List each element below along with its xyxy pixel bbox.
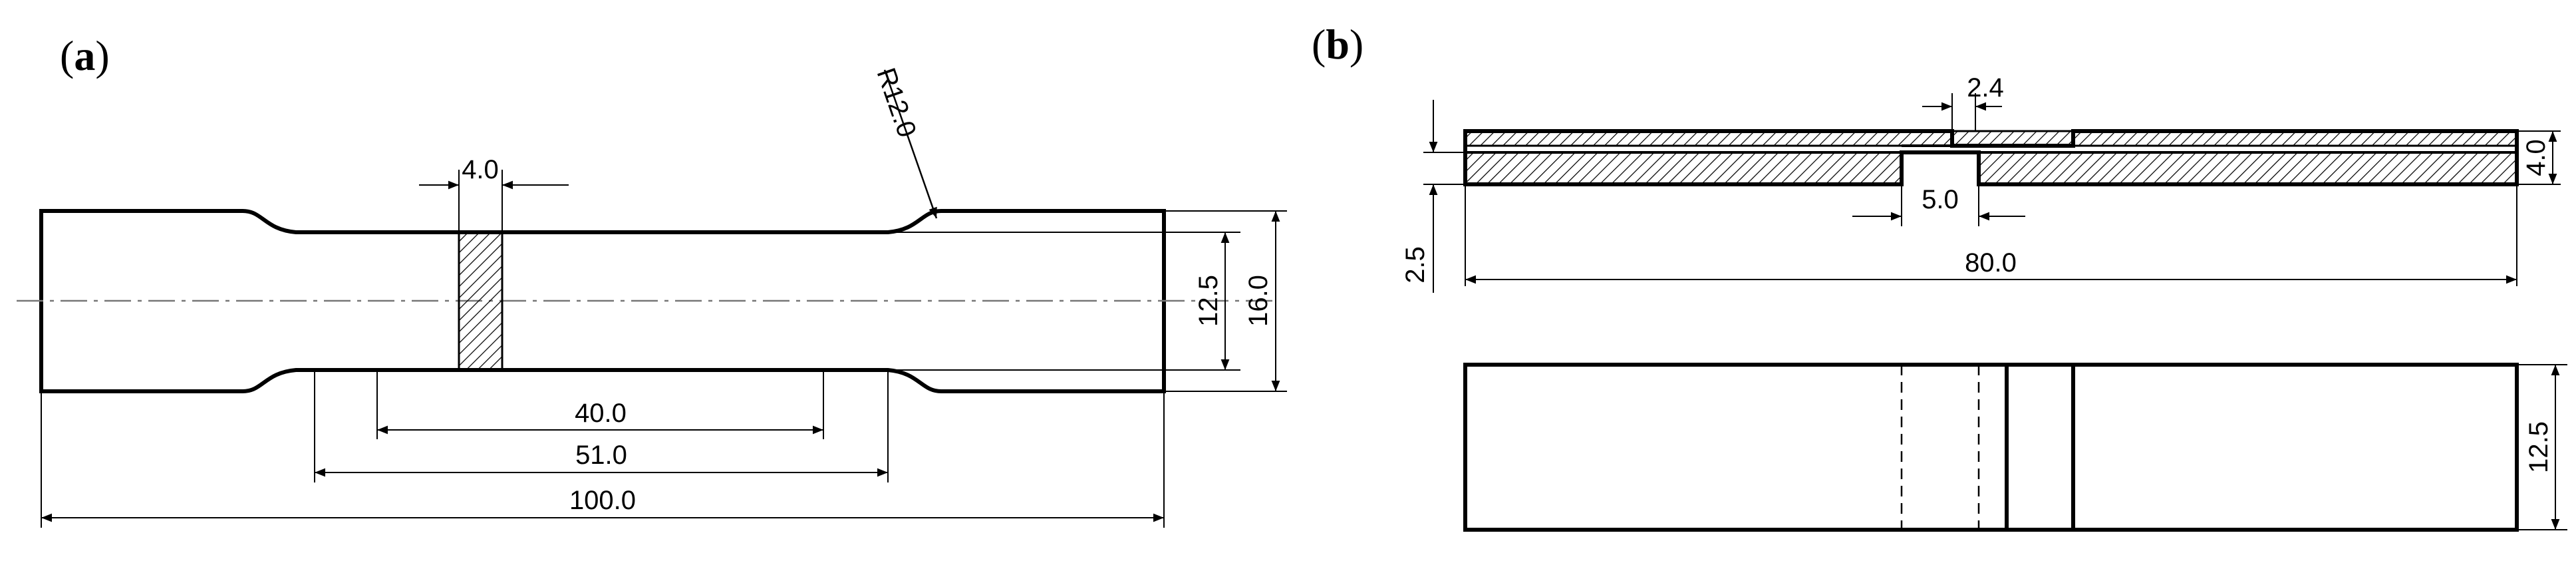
- dimension-top-notch: 2.4: [1922, 73, 2004, 131]
- panel-b: (b) 2.4 5.0: [1312, 21, 2567, 532]
- panel-a: (a) 4.0 R12.0 12.5: [17, 32, 1287, 528]
- dim-width-b-label: 12.5: [2524, 421, 2553, 473]
- dimension-total-length-b: 80.0: [1465, 184, 2517, 286]
- dimension-reduced-length: 51.0: [315, 441, 888, 477]
- dimension-step-height: 2.5: [1401, 100, 1438, 293]
- dimension-gauge-width: 12.5: [1194, 232, 1230, 370]
- dim-total-length-label: 100.0: [569, 486, 636, 515]
- dim-gauge-width-label: 12.5: [1194, 275, 1223, 327]
- dim-radius-label: R12.0: [871, 65, 921, 141]
- dim-step-height-label: 2.5: [1401, 246, 1430, 283]
- dimension-radius: R12.0: [871, 65, 938, 219]
- dimension-total-length: 100.0: [41, 486, 1164, 522]
- dimension-gauge-length: 40.0: [377, 399, 823, 435]
- bottom-layer-left: [1464, 151, 1903, 186]
- top-layer-right: [2072, 130, 2518, 147]
- dimension-total-thickness: 4.0: [2521, 131, 2557, 184]
- dimension-width-b: 12.5: [2517, 364, 2567, 530]
- panel-b-label: (b): [1312, 21, 1363, 68]
- dim-gauge-length-label: 40.0: [575, 399, 627, 428]
- dim-top-notch-label: 2.4: [1967, 73, 2004, 102]
- dimension-notch-width: 4.0: [419, 155, 569, 232]
- top-layer-left: [1464, 130, 2075, 147]
- panel-a-label: (a): [60, 32, 110, 79]
- dim-total-thickness-label: 4.0: [2521, 139, 2551, 176]
- bottom-layer-right: [1977, 151, 2518, 186]
- dim-grip-width-label: 16.0: [1244, 275, 1273, 327]
- dim-reduced-length-label: 51.0: [575, 441, 627, 470]
- dim-bottom-notch-label: 5.0: [1922, 185, 1959, 214]
- dim-notch-width-label: 4.0: [462, 155, 499, 184]
- dimension-bottom-notch: 5.0: [1852, 184, 2025, 226]
- dimension-grip-width: 16.0: [1244, 211, 1280, 391]
- dim-total-length-b-label: 80.0: [1965, 248, 2017, 278]
- top-view-outline: [1463, 363, 2519, 532]
- notch-hatched-band: [458, 231, 503, 371]
